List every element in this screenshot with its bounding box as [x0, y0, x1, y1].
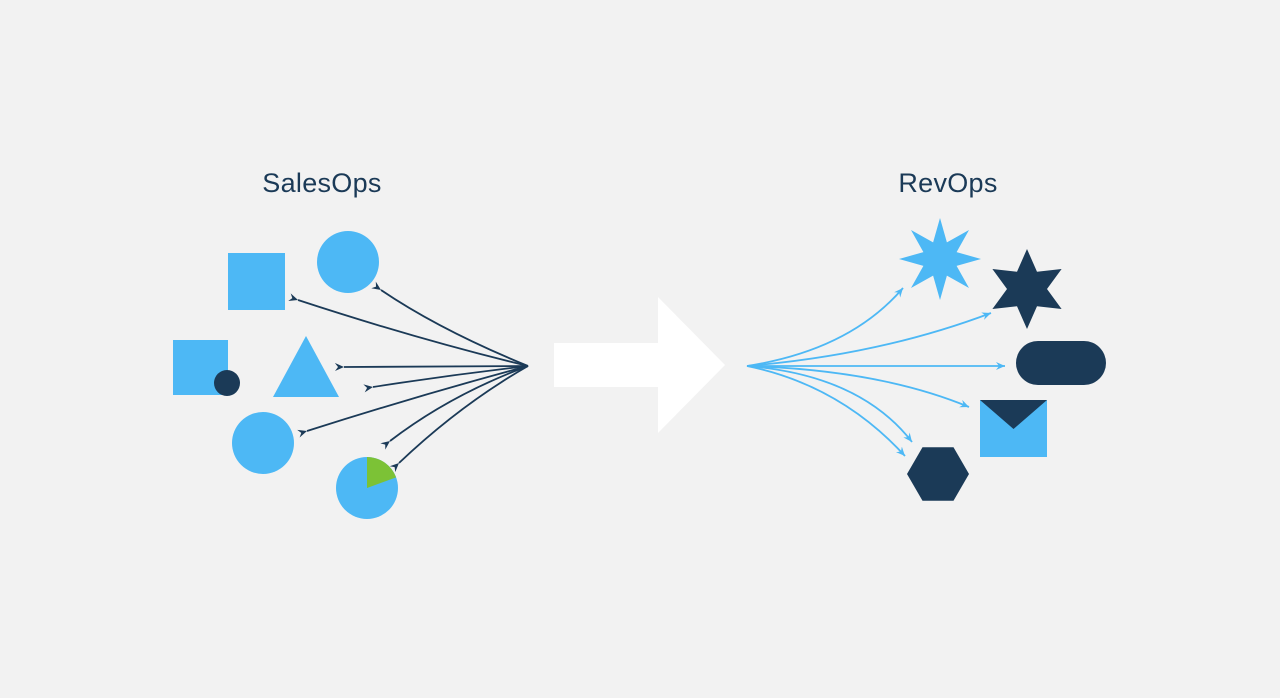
pie-slice-green	[367, 457, 397, 488]
salesops-group	[173, 231, 529, 519]
arrow-to-circle-top	[371, 281, 529, 367]
arrow-to-hexagon-upper	[746, 365, 913, 443]
envelope-flap	[980, 400, 1047, 429]
salesops-square-top	[228, 253, 285, 310]
arrow-to-star-6	[746, 312, 992, 367]
transition-arrow	[554, 297, 725, 433]
arrow-to-triangle-base	[363, 365, 529, 393]
salesops-dot	[214, 370, 240, 396]
salesops-triangle	[273, 336, 339, 397]
salesops-circle-bottom	[232, 412, 294, 474]
revops-pill	[1016, 341, 1106, 385]
revops-group	[746, 218, 1106, 501]
revops-star-8-point	[899, 218, 981, 300]
arrow-to-pie	[389, 365, 529, 473]
arrow-to-hexagon	[746, 365, 906, 457]
salesops-arrows	[288, 281, 529, 473]
revops-envelope	[980, 400, 1047, 457]
arrow-to-circle-bottom	[297, 365, 529, 438]
salesops-pie	[336, 457, 398, 519]
arrow-to-triangle	[334, 363, 529, 372]
arrow-to-star-8	[746, 287, 904, 367]
salesops-circle-top	[317, 231, 379, 293]
arrow-to-envelope	[746, 365, 970, 408]
revops-title: RevOps	[898, 168, 998, 198]
salesops-title: SalesOps	[262, 168, 382, 198]
revops-hexagon	[907, 447, 969, 501]
arrow-to-square-top	[288, 293, 529, 367]
revops-star-6-point	[992, 249, 1062, 329]
revops-arrows	[746, 287, 1005, 457]
arrow-to-pie-upper	[380, 365, 529, 450]
